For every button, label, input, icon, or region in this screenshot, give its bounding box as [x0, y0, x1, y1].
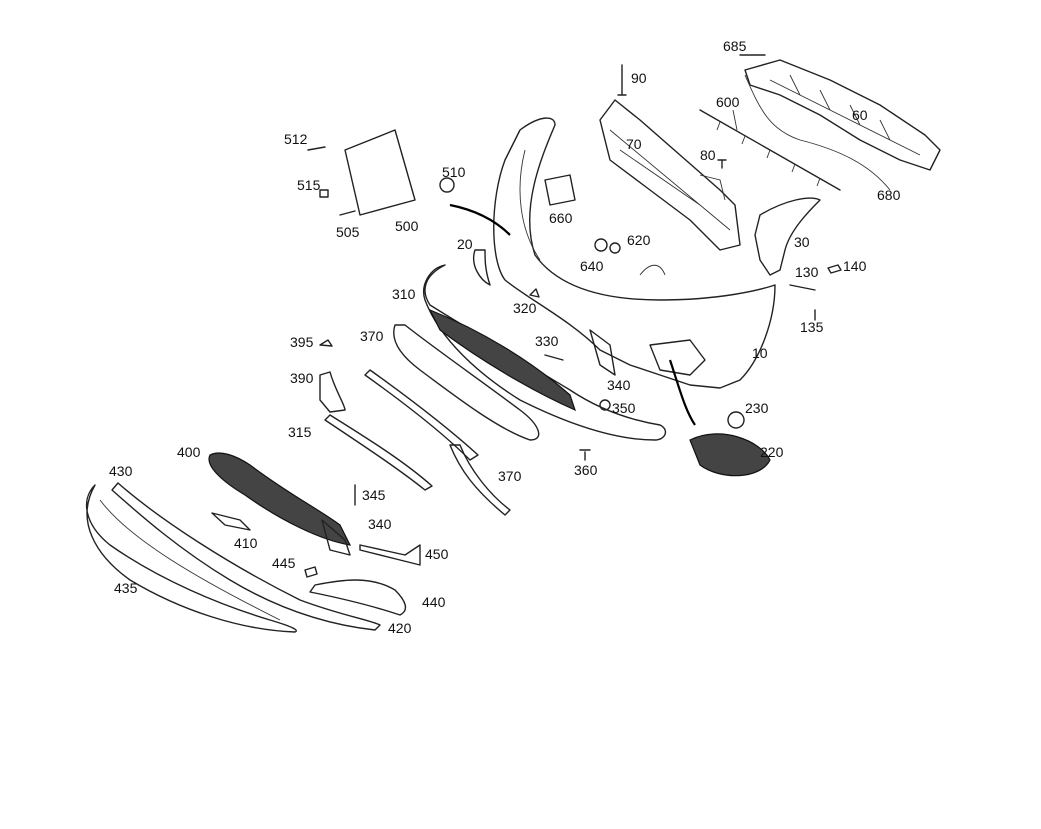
- part-labels: 685 90 600 60 512 70 80 510 515 680 660 …: [109, 38, 901, 636]
- part-label[interactable]: 512: [284, 131, 308, 147]
- part-label[interactable]: 230: [745, 400, 769, 416]
- part-label[interactable]: 680: [877, 187, 901, 203]
- part-label[interactable]: 660: [549, 210, 573, 226]
- trim-strip-part: [324, 369, 479, 491]
- lower-grille-part: [208, 452, 352, 546]
- side-trim-part: [449, 444, 511, 516]
- part-label[interactable]: 410: [234, 535, 258, 551]
- crossmember-part: [599, 64, 741, 251]
- bumper-cover-part: [449, 117, 776, 389]
- lower-bumper-part: [423, 264, 667, 441]
- fog-grille-part: [668, 359, 771, 477]
- part-label[interactable]: 515: [297, 177, 321, 193]
- part-label[interactable]: 20: [457, 236, 473, 252]
- front-spoiler-part: [85, 482, 381, 633]
- part-label[interactable]: 435: [114, 580, 138, 596]
- part-label[interactable]: 430: [109, 463, 133, 479]
- part-label[interactable]: 60: [852, 107, 868, 123]
- part-label[interactable]: 340: [607, 377, 631, 393]
- part-label[interactable]: 330: [535, 333, 559, 349]
- part-label[interactable]: 450: [425, 546, 449, 562]
- part-label[interactable]: 360: [574, 462, 598, 478]
- side-bracket-part: [754, 197, 821, 276]
- part-label[interactable]: 390: [290, 370, 314, 386]
- part-label[interactable]: 445: [272, 555, 296, 571]
- part-label[interactable]: 220: [760, 444, 784, 460]
- part-label[interactable]: 640: [580, 258, 604, 274]
- part-label[interactable]: 140: [843, 258, 867, 274]
- part-label[interactable]: 345: [362, 487, 386, 503]
- part-label[interactable]: 420: [388, 620, 412, 636]
- part-label[interactable]: 340: [368, 516, 392, 532]
- part-label[interactable]: 395: [290, 334, 314, 350]
- part-label[interactable]: 500: [395, 218, 419, 234]
- part-label[interactable]: 350: [612, 400, 636, 416]
- trim-frame-part: [393, 324, 540, 441]
- part-label[interactable]: 620: [627, 232, 651, 248]
- part-label[interactable]: 370: [498, 468, 522, 484]
- trim-bracket-part: [319, 371, 346, 413]
- part-label[interactable]: 315: [288, 424, 312, 440]
- part-label[interactable]: 90: [631, 70, 647, 86]
- part-label[interactable]: 400: [177, 444, 201, 460]
- bumper-carrier-part: [739, 54, 941, 191]
- part-label[interactable]: 600: [716, 94, 740, 110]
- part-label[interactable]: 370: [360, 328, 384, 344]
- part-label[interactable]: 320: [513, 300, 537, 316]
- part-label[interactable]: 10: [752, 345, 768, 361]
- wiring-harness-part: [699, 109, 841, 191]
- part-label[interactable]: 80: [700, 147, 716, 163]
- part-label[interactable]: 510: [442, 164, 466, 180]
- small-parts: [211, 129, 842, 616]
- part-label[interactable]: 70: [626, 136, 642, 152]
- part-label[interactable]: 130: [795, 264, 819, 280]
- part-label[interactable]: 135: [800, 319, 824, 335]
- part-label[interactable]: 505: [336, 224, 360, 240]
- part-label[interactable]: 440: [422, 594, 446, 610]
- part-label[interactable]: 30: [794, 234, 810, 250]
- part-label[interactable]: 685: [723, 38, 747, 54]
- part-label[interactable]: 310: [392, 286, 416, 302]
